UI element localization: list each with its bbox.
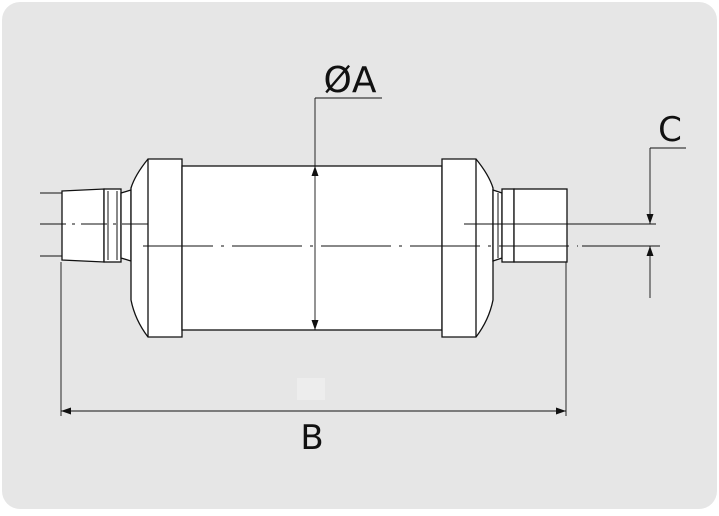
left-collar: [103, 188, 122, 263]
left-connector: [61, 188, 105, 263]
right-connector: [513, 188, 568, 263]
dimension-c: [582, 147, 686, 298]
dimension-b: [60, 262, 567, 416]
label-length-b: B: [300, 418, 323, 458]
dimension-a: [311, 97, 382, 330]
left-neck: [120, 189, 132, 262]
left-cap: [130, 158, 183, 338]
label-diameter-a: ØA: [324, 60, 377, 101]
right-collar: [501, 188, 515, 263]
label-offset-c: C: [658, 110, 682, 150]
right-cap: [441, 158, 494, 338]
main-cylinder: [181, 165, 443, 331]
